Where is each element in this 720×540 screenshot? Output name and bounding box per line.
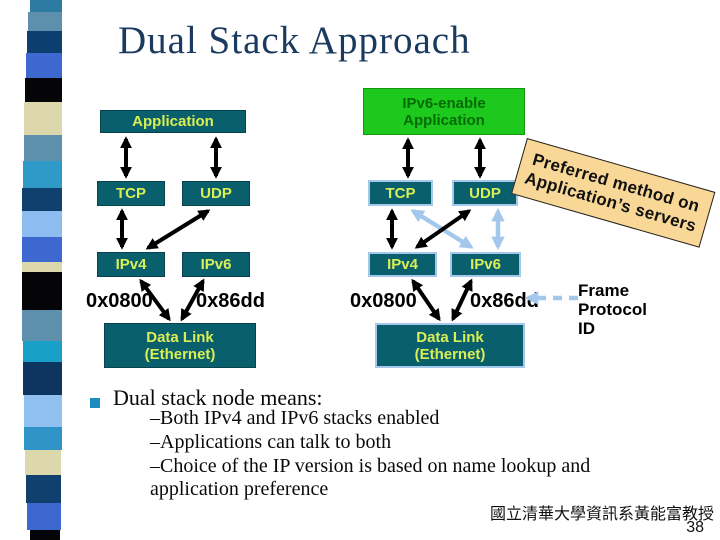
left-datalink-line1: Data Link xyxy=(146,328,214,346)
frame-label-line2: Protocol xyxy=(578,300,647,319)
right-datalink-line1: Data Link xyxy=(416,328,484,346)
sidebar-block xyxy=(30,0,62,12)
sidebar-block xyxy=(24,395,62,427)
arrow-right-ipv4-datalink xyxy=(411,278,441,322)
frame-label-line1: Frame xyxy=(578,281,630,300)
arrow-right-udp-ipv4 xyxy=(414,209,472,249)
sidebar-block xyxy=(24,427,62,450)
sidebar-block xyxy=(26,475,61,503)
left-application-label: Application xyxy=(132,113,214,130)
sidebar-block xyxy=(22,310,62,341)
sidebar-block xyxy=(25,78,62,102)
preferred-method-note: Preferred method on Application’s server… xyxy=(511,138,716,248)
sidebar-block xyxy=(23,362,62,395)
sidebar-block xyxy=(30,530,60,540)
sidebar-block xyxy=(27,503,61,530)
sidebar-block xyxy=(23,341,62,362)
right-udp-box: UDP xyxy=(452,180,518,206)
sidebar-block xyxy=(24,102,62,135)
sidebar-block xyxy=(23,161,62,188)
right-datalink-box: Data Link (Ethernet) xyxy=(375,323,525,368)
right-ipv6-application-box: IPv6-enable Application xyxy=(363,88,525,135)
sub-bullet-list: –Both IPv4 and IPv6 stacks enabled –Appl… xyxy=(150,407,677,502)
frame-label-line3: ID xyxy=(578,319,595,338)
left-ipv6-box: IPv6 xyxy=(182,252,250,277)
sidebar-block xyxy=(22,211,62,237)
right-datalink-line2: (Ethernet) xyxy=(414,345,486,363)
right-ethertype-ipv6: 0x86dd xyxy=(470,290,539,312)
right-ipv4-box: IPv4 xyxy=(368,252,437,277)
left-ethertype-ipv6: 0x86dd xyxy=(196,290,265,312)
slide-title: Dual Stack Approach xyxy=(118,19,471,62)
right-ipv4-label: IPv4 xyxy=(387,256,418,273)
sidebar-block xyxy=(22,188,62,211)
sub-bullet-item: –Both IPv4 and IPv6 stacks enabled xyxy=(150,407,440,429)
left-application-box: Application xyxy=(100,110,246,133)
right-ethertype-ipv4: 0x0800 xyxy=(350,290,417,312)
right-udp-label: UDP xyxy=(469,184,501,202)
bullet-square-icon xyxy=(90,398,100,408)
right-ipv6-label: IPv6 xyxy=(470,256,501,273)
left-ethertype-ipv4: 0x0800 xyxy=(86,290,153,312)
footer-page-number: 38 xyxy=(686,519,704,536)
arrow-left-udp-ipv4 xyxy=(145,209,211,250)
left-ipv4-box: IPv4 xyxy=(97,252,165,277)
left-udp-label: UDP xyxy=(200,185,232,202)
sidebar-block xyxy=(28,12,62,31)
sidebar-block xyxy=(25,450,61,475)
arrow-right-ipv6-datalink xyxy=(451,278,473,322)
right-application-line1: IPv6-enable xyxy=(402,94,486,112)
sidebar-block xyxy=(26,53,62,78)
footer-affiliation: 國立清華大學資訊系黃能富教授 xyxy=(489,506,714,523)
sidebar-block xyxy=(22,262,62,272)
left-udp-box: UDP xyxy=(182,181,250,206)
sidebar-block xyxy=(22,272,62,310)
bullet-heading: Dual stack node means: xyxy=(113,385,323,410)
right-tcp-box: TCP xyxy=(368,180,433,206)
right-tcp-label: TCP xyxy=(385,184,416,202)
left-tcp-box: TCP xyxy=(97,181,165,206)
sidebar-ribbon xyxy=(0,0,70,540)
sidebar-block xyxy=(27,31,62,53)
frame-protocol-id-label: Frame Protocol ID xyxy=(578,281,647,338)
left-datalink-line2: (Ethernet) xyxy=(144,345,216,363)
left-tcp-label: TCP xyxy=(116,185,146,202)
sub-bullet-item: –Choice of the IP version is based on na… xyxy=(150,455,591,500)
left-ipv6-label: IPv6 xyxy=(200,256,232,273)
sidebar-block xyxy=(22,237,62,262)
arrow-right-tcp-ipv6 xyxy=(410,209,474,249)
sub-bullet-item: –Applications can talk to both xyxy=(150,431,392,453)
sidebar-block xyxy=(24,135,62,161)
right-ipv6-box: IPv6 xyxy=(450,252,521,277)
left-ipv4-label: IPv4 xyxy=(115,256,147,273)
right-application-line2: Application xyxy=(403,111,485,129)
left-datalink-box: Data Link (Ethernet) xyxy=(104,323,256,368)
